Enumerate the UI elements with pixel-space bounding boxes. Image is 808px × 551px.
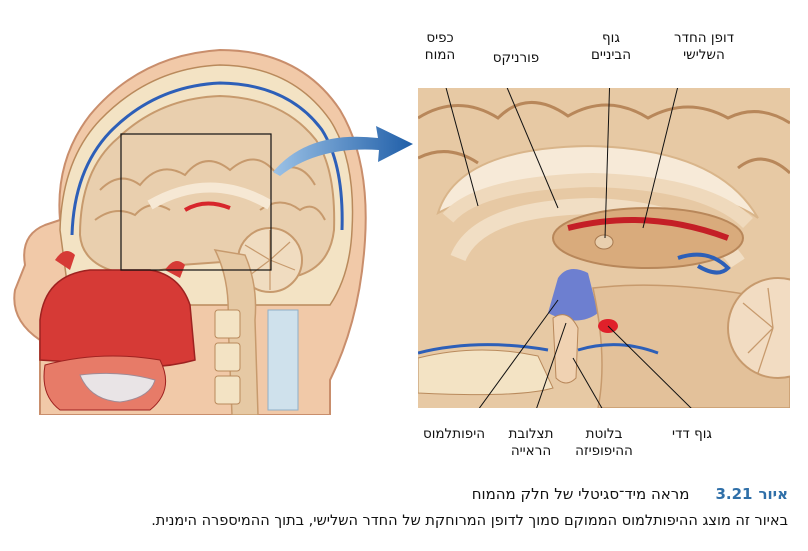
zoom-arrow-icon — [273, 126, 413, 176]
hypothalamus — [548, 269, 598, 321]
zoomed-brain-illustration — [418, 88, 790, 408]
figure-title: מראה מיד־סגיטלי של חלק מהמוח — [471, 485, 690, 503]
label-fornix: פורניקס — [492, 50, 540, 66]
label-thalamus: גוף הביניים — [590, 30, 632, 63]
head-sagittal-illustration — [13, 48, 367, 415]
label-optic-chiasm: תצלובת הראייה — [508, 426, 554, 459]
zoom-region-box — [120, 133, 272, 271]
label-corpus-callosum: כפיס המוח — [424, 30, 456, 63]
figure-number: 3.21 — [715, 485, 753, 503]
label-mammillary-body: גוף דדי — [672, 426, 712, 442]
nasal-cavity — [39, 269, 196, 368]
figure-caption-text: באיור זה מוצג ההיפותלמוס הממוקם סמוך לדו… — [151, 513, 788, 529]
figure-word: איור — [758, 485, 788, 503]
label-hypothalamus: היפותלמוס — [422, 426, 486, 442]
label-third-ventricle-wall: דופן החדר השלישי — [673, 30, 735, 63]
pituitary — [552, 314, 579, 384]
figure-caption-heading: איור 3.21 מראה מיד־סגיטלי של חלק מהמוח — [472, 485, 788, 503]
label-pituitary: בלוטת ההיפופיזה — [575, 426, 633, 459]
